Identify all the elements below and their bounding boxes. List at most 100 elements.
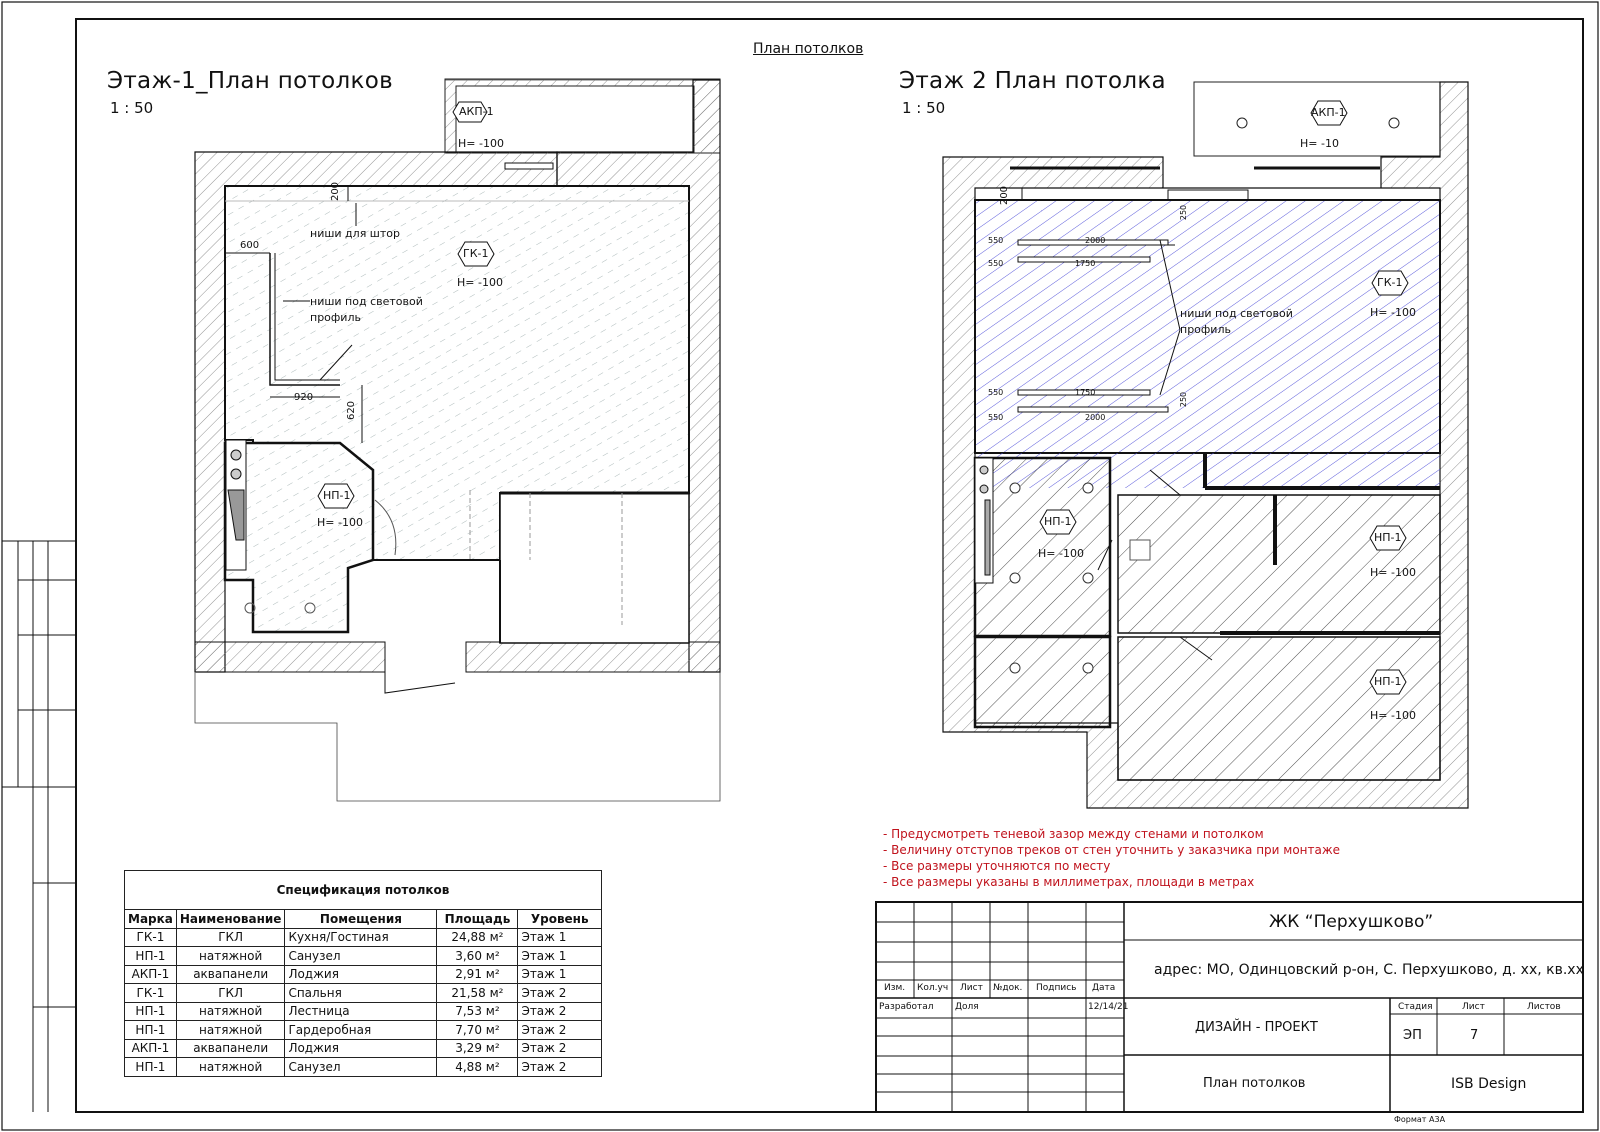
plan1-title: Этаж-1_План потолков [107, 68, 393, 94]
plan2-level-akp1: Н= -10 [1300, 137, 1339, 150]
plan2-dim-1750-b: 1750 [1075, 388, 1096, 397]
plan1-tag-akp1: АКП-1 [459, 105, 494, 118]
cell: 4,88 м² [436, 1057, 519, 1077]
tb-col-koluch: Кол.уч [917, 983, 949, 993]
plan1-level-akp1: Н= -100 [458, 137, 504, 150]
cell: АКП-1 [124, 1038, 177, 1058]
spec-table: Спецификация потолков Марка Наименование… [124, 870, 602, 1077]
cell: ГКЛ [175, 927, 286, 947]
plan2-dim-250-a: 250 [1179, 204, 1189, 221]
cell: Лестница [284, 1001, 438, 1021]
plan2-dim-2000-a: 2000 [1085, 236, 1106, 245]
plan1-dim-920: 920 [294, 392, 314, 403]
cell: 24,88 м² [436, 927, 519, 947]
title-block-grid [875, 901, 1584, 1113]
plan2-dim-200: 200 [999, 185, 1011, 206]
notes-block: - Предусмотреть теневой зазор между стен… [883, 826, 1340, 890]
tb-project: ЖК “Перхушково” [1269, 912, 1434, 932]
plan1-tag-np1: НП-1 [323, 489, 351, 502]
cell: НП-1 [124, 1001, 177, 1021]
cell: ГК-1 [124, 983, 177, 1003]
tb-doc-type: ДИЗАЙН - ПРОЕКТ [1195, 1020, 1318, 1035]
cell: аквапанели [175, 964, 286, 984]
plan2-drawing [942, 81, 1469, 809]
plan2-dim-550-d: 550 [988, 413, 1004, 422]
plan2-tag-np1-b: НП-1 [1374, 531, 1402, 544]
cell: Спальня [284, 983, 438, 1003]
plan1-dim-200: 200 [330, 181, 342, 202]
cell: 7,70 м² [436, 1020, 519, 1040]
cell: Кухня/Гостиная [284, 927, 438, 947]
plan1-dim-620: 620 [346, 400, 358, 421]
plan1-light-niche-note-2: профиль [310, 311, 361, 324]
plan2-light-niche-note-2: профиль [1180, 323, 1231, 336]
cell: Этаж 1 [517, 964, 602, 984]
spec-col: Наименование [175, 909, 286, 929]
cell: Санузел [284, 946, 438, 966]
cell: 2,91 м² [436, 964, 519, 984]
plan2-scale: 1 : 50 [902, 99, 946, 117]
plan1-level-np1: Н= -100 [317, 516, 363, 529]
tb-col-podpis: Подпись [1036, 983, 1077, 993]
tb-col-izm: Изм. [884, 983, 906, 993]
cell: натяжной [175, 1001, 286, 1021]
cell: натяжной [175, 1057, 286, 1077]
plan2-dim-1750-a: 1750 [1075, 259, 1096, 268]
cell: 3,29 м² [436, 1038, 519, 1058]
tb-col-list: Лист [960, 983, 983, 993]
tb-company: ISB Design [1451, 1076, 1527, 1092]
plan2-dim-2000-b: 2000 [1085, 413, 1106, 422]
tb-col-data: Дата [1092, 983, 1116, 993]
tb-date: 12/14/21 [1088, 1002, 1129, 1012]
plan2-light-niche-note-1: ниши под световой [1180, 307, 1293, 320]
plan2-tag-akp1: АКП-1 [1311, 106, 1346, 119]
tb-stage-label: Стадия [1398, 1002, 1433, 1012]
cell: Санузел [284, 1057, 438, 1077]
plan2-dim-250-b: 250 [1179, 391, 1189, 408]
cell: НП-1 [124, 1057, 177, 1077]
plan1-level-gk1: Н= -100 [457, 276, 503, 289]
plan1-drawing [194, 78, 721, 802]
cell: натяжной [175, 1020, 286, 1040]
cell: Этаж 2 [517, 1001, 602, 1021]
cell: Этаж 2 [517, 983, 602, 1003]
spec-col: Площадь [436, 909, 519, 929]
note-1: - Предусмотреть теневой зазор между стен… [883, 827, 1264, 841]
plan1-curtain-niche-note: ниши для штор [310, 227, 400, 240]
format-label: Формат А3А [1394, 1115, 1446, 1124]
plan2-tag-np1-a: НП-1 [1044, 515, 1072, 528]
plan2-level-np1-a: Н= -100 [1038, 547, 1084, 560]
cell: Гардеробная [284, 1020, 438, 1040]
note-3: - Все размеры уточняются по месту [883, 859, 1111, 873]
spec-col: Марка [124, 909, 177, 929]
cell: Этаж 2 [517, 1057, 602, 1077]
cell: АКП-1 [124, 964, 177, 984]
cell: Этаж 1 [517, 946, 602, 966]
plan2-title: Этаж 2 План потолка [899, 68, 1166, 94]
cell: Лоджия [284, 964, 438, 984]
cell: 7,53 м² [436, 1001, 519, 1021]
plan1-tag-gk1: ГК-1 [463, 247, 489, 260]
tb-col-ndok: №док. [993, 983, 1023, 993]
tb-drawing-name: План потолков [1203, 1076, 1306, 1091]
sheet-heading: План потолков [753, 41, 864, 57]
plan2-tag-gk1: ГК-1 [1377, 276, 1403, 289]
plan2-level-gk1: Н= -100 [1370, 306, 1416, 319]
plan1-scale: 1 : 50 [110, 99, 154, 117]
cell: Этаж 2 [517, 1038, 602, 1058]
tb-developer: Доля [955, 1002, 979, 1012]
cell: 21,58 м² [436, 983, 519, 1003]
plan1-light-niche-note-1: ниши под световой [310, 295, 423, 308]
tb-sheets-label: Листов [1527, 1002, 1561, 1012]
cell: натяжной [175, 946, 286, 966]
